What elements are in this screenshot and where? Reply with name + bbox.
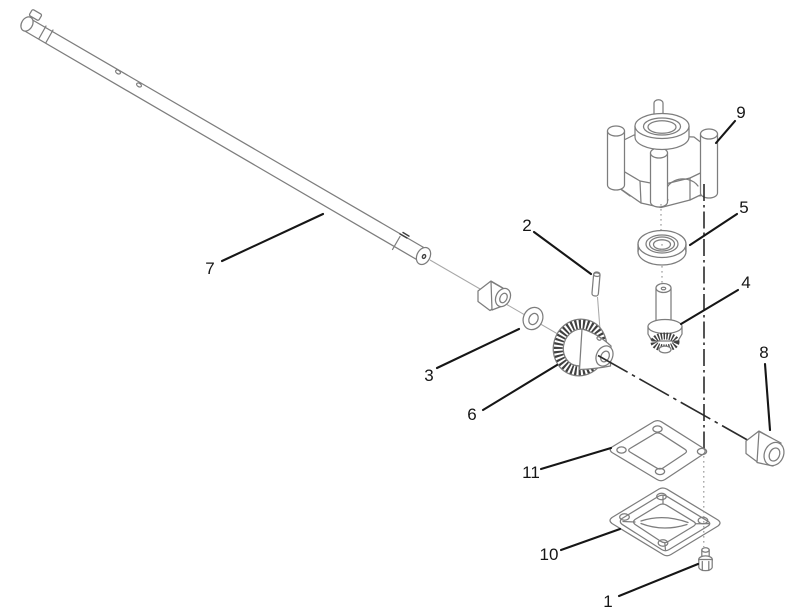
- leader-line-cover: [559, 527, 622, 552]
- part-washer: [522, 306, 544, 331]
- part-label-drive-shaft: 7: [205, 259, 214, 278]
- vertical-dotted-centerline: [660, 204, 663, 286]
- part-label-bevel-gear: 6: [467, 405, 476, 424]
- leader-line-gasket: [539, 446, 613, 471]
- part-gasket: [609, 419, 708, 482]
- part-bevel-gear: [552, 318, 614, 377]
- part-bushing: [745, 430, 785, 467]
- leader-line-bevel-gear: [481, 363, 559, 412]
- part-label-ball-bearing: 5: [739, 198, 748, 217]
- part-flange-bolt: [698, 547, 713, 572]
- part-label-gasket: 11: [522, 463, 540, 482]
- part-label-gearbox-housing: 9: [736, 103, 745, 122]
- part-gearbox-housing: [606, 99, 719, 209]
- leader-line-gearbox-housing: [714, 119, 737, 145]
- part-label-pinion-gear-shaft: 4: [741, 273, 750, 292]
- part-shaft-coupling: [477, 280, 512, 312]
- part-label-bushing: 8: [759, 343, 768, 362]
- leader-line-ball-bearing: [688, 212, 739, 247]
- part-ball-bearing: [637, 229, 687, 266]
- leader-line-flange-bolt: [617, 562, 700, 598]
- leader-line-roll-pin: [532, 230, 593, 276]
- part-label-cover: 10: [540, 545, 559, 564]
- part-label-roll-pin: 2: [522, 216, 531, 235]
- leader-line-pinion-gear-shaft: [679, 288, 740, 326]
- leader-line-washer: [435, 327, 521, 370]
- part-pinion-gear-shaft: [647, 282, 683, 354]
- part-drive-shaft: [20, 9, 432, 266]
- gear-to-bushing-centerline: [597, 354, 752, 443]
- part-cover: [609, 487, 721, 557]
- leader-line-bushing: [763, 362, 772, 432]
- leader-line-drive-shaft: [220, 212, 325, 263]
- callouts-layer: 1 2 3 4 5 6 7 8 9 10 11: [205, 103, 772, 611]
- part-label-flange-bolt: 1: [603, 592, 612, 611]
- part-label-washer: 3: [424, 366, 433, 385]
